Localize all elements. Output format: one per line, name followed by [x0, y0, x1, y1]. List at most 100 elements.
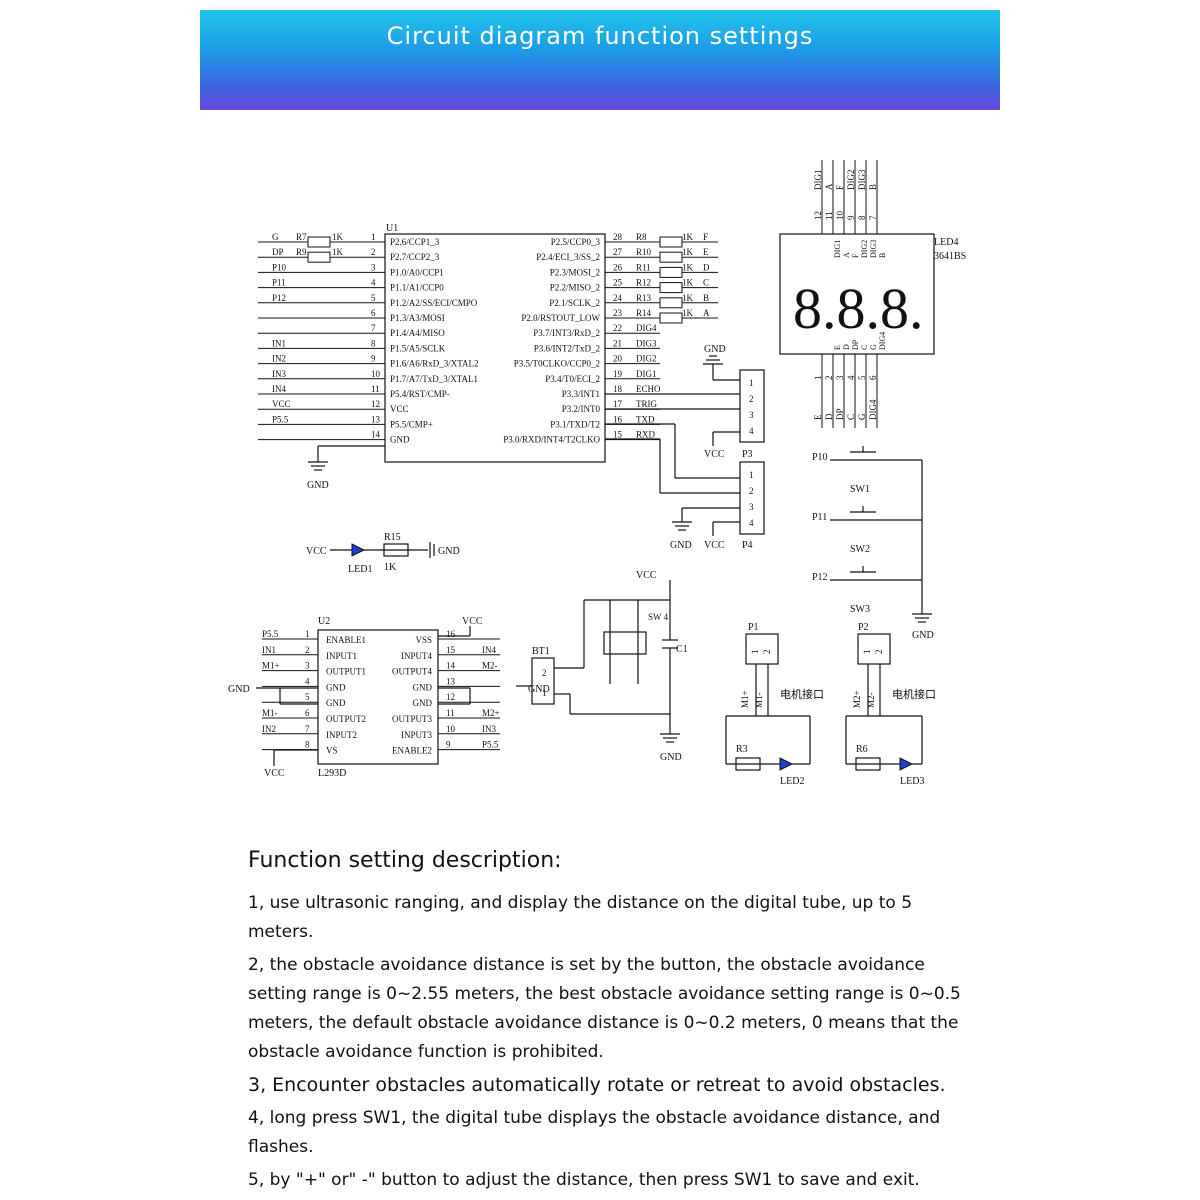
led4-top-net: A: [824, 183, 834, 190]
r6: [855, 757, 881, 771]
u1-resistor: [307, 236, 331, 248]
led4-top-net: F: [835, 185, 845, 190]
u1-resistor: [307, 251, 331, 263]
r3: [735, 757, 761, 771]
u1-pin-number: 27: [613, 247, 623, 257]
u2-pin-name: OUTPUT3: [392, 714, 432, 724]
c1-gnd-label: GND: [660, 752, 682, 763]
u1-net-label: DIG1: [636, 369, 657, 379]
vcc-top-label: VCC: [636, 570, 657, 581]
u2-pin-number: 13: [446, 676, 456, 686]
sw-gnd-label: GND: [912, 630, 934, 641]
r15-value: 1K: [384, 562, 397, 573]
u1-resistor-ref: R11: [636, 262, 651, 272]
led4-inner-bottom-label: C: [860, 345, 869, 350]
bt1-gnd-label: GND: [528, 684, 550, 695]
u2-gnd-label: GND: [228, 684, 250, 695]
p1-pin-number: 1: [750, 650, 760, 655]
title-banner: Circuit diagram function settings: [200, 10, 1000, 110]
u1-pin-name: P1.7/A7/TxD_3/XTAL1: [390, 374, 478, 384]
u1-pin-number: 12: [371, 399, 380, 409]
u1-resistor: [659, 236, 683, 248]
u1-resistor: [659, 251, 683, 263]
u2-pin-name: INPUT3: [401, 730, 432, 740]
led3-label: LED3: [900, 776, 924, 787]
u1-net-label: C: [703, 278, 709, 288]
u1-net-label: IN3: [272, 369, 286, 379]
u1-net-label: DIG2: [636, 354, 657, 364]
u1-net-label: P11: [272, 278, 286, 288]
p4-pin-number: 1: [749, 470, 754, 480]
p3-pin-number: 1: [749, 378, 754, 388]
sw4-label: SW 4: [648, 612, 669, 622]
u1-pin-name: P1.4/A4/MISO: [390, 328, 445, 338]
led4-inner-top-label: B: [878, 253, 887, 258]
u1-net-label: DP: [272, 247, 284, 257]
p4-pin-number: 4: [749, 518, 754, 528]
u2-pin-name: INPUT4: [401, 651, 432, 661]
bt1-label: BT1: [532, 646, 550, 657]
u2-pin-name: OUTPUT4: [392, 667, 432, 677]
p4-vcc-label: VCC: [704, 540, 725, 551]
u1-net-label: TXD: [636, 414, 655, 424]
u1-net-label: TRIG: [636, 399, 657, 409]
m2p-label: M2+: [852, 690, 862, 708]
u1-pin-name: P1.6/A6/RxD_3/XTAL2: [390, 359, 479, 369]
u1-pin-number: 21: [613, 338, 622, 348]
u1-pin-name: P2.7/CCP2_3: [390, 252, 440, 262]
led1-label: LED1: [348, 564, 372, 575]
m2n-label: M2-: [866, 692, 876, 708]
u1-resistor-ref: R8: [636, 232, 647, 242]
u1-pin-name: GND: [390, 435, 410, 445]
u1-pin-number: 25: [613, 278, 623, 288]
led4-top-net: DIG3: [857, 169, 867, 190]
p2-label: P2: [858, 622, 869, 633]
sw3-net: P12: [812, 572, 828, 583]
led4-top-pin-number: 9: [846, 215, 856, 220]
u1-pin-number: 17: [613, 399, 623, 409]
led4-top-pin-number: 10: [835, 211, 845, 221]
p4-gnd-label: GND: [670, 540, 692, 551]
motor-port-1-label: 电机接口: [780, 687, 824, 701]
u2-vcc-label: VCC: [462, 616, 483, 627]
u1-resistor-value: 1K: [682, 232, 694, 242]
led4-bottom-net: DIG4: [868, 399, 878, 420]
u1-pin-name: P1.5/A5/SCLK: [390, 343, 446, 353]
u2-pin-number: 1: [305, 629, 310, 639]
led1-gnd-label: GND: [438, 546, 460, 557]
u1-pin-number: 8: [371, 338, 376, 348]
u1-resistor-value: 1K: [332, 232, 344, 242]
u1-net-label: IN2: [272, 354, 286, 364]
u1-net-label: RXD: [636, 430, 656, 440]
u1-net-label: VCC: [272, 399, 291, 409]
u2-right-pins: 16VSS15INPUT4IN414OUTPUT4M2-13GND12GND11…: [392, 629, 500, 756]
u1-net-label: P10: [272, 262, 287, 272]
u1-resistor-value: 1K: [682, 262, 694, 272]
led2-diode-icon: [779, 757, 794, 771]
p3-header: [739, 369, 765, 443]
led4-inner-top-label: A: [842, 252, 851, 258]
u1-net-label: A: [703, 308, 710, 318]
u1-pin-number: 26: [613, 262, 623, 272]
led4-inner-bottom-label: DP: [851, 339, 860, 350]
led4-top-net: B: [868, 184, 878, 190]
led4-bottom-pin-number: 3: [835, 375, 845, 380]
u2-net-label: M1+: [262, 661, 280, 671]
u1-net-label: IN4: [272, 384, 286, 394]
led4-top-pin-number: 8: [857, 215, 867, 220]
sw1-net: P10: [812, 452, 828, 463]
u1-resistor-value: 1K: [682, 247, 694, 257]
led4-bottom-net: C: [846, 414, 856, 420]
u2-pin-number: 2: [305, 645, 310, 655]
p3-gnd-label: GND: [704, 344, 726, 355]
u1-pin-name: P3.6/INT2/TxD_2: [534, 343, 600, 353]
led4-bottom-pin-number: 5: [857, 375, 867, 380]
u1-resistor-ref: R13: [636, 293, 652, 303]
p3-label: P3: [742, 449, 753, 460]
u1-gnd-label: GND: [307, 480, 329, 491]
r15-label: R15: [384, 532, 401, 543]
bt1-pin-number: 1: [542, 688, 547, 698]
u1-resistor-value: 1K: [682, 293, 694, 303]
u1-pin-number: 14: [371, 430, 381, 440]
led4-inner-bottom-label: DIG4: [878, 332, 887, 350]
